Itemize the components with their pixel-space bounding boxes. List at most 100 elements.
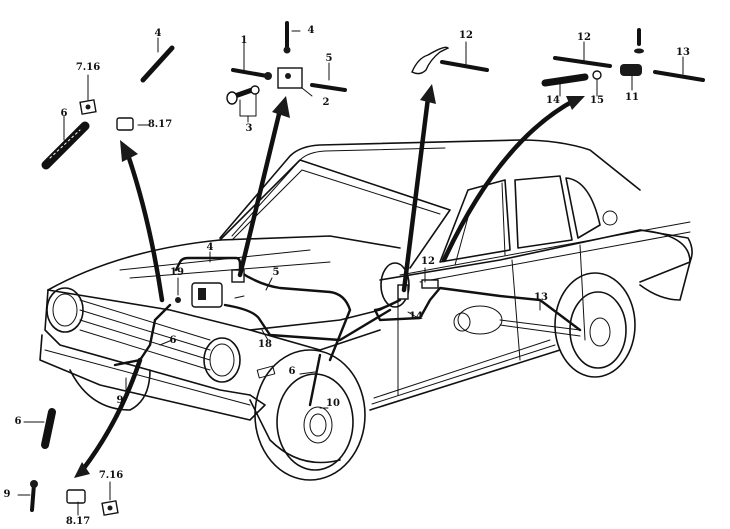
headlight-left (46, 287, 84, 333)
window-pillars (454, 182, 506, 266)
front-hub (303, 406, 333, 444)
part-12-tube (553, 56, 612, 68)
part-3-washer (250, 85, 260, 95)
arrows (74, 84, 585, 478)
part-8-17-clip-bottom (66, 489, 86, 504)
callout-6-left: 6 (169, 335, 177, 346)
rear-quarter (639, 229, 691, 301)
callout-14-top: 14 (546, 95, 560, 106)
rear-door-window-1 (514, 175, 573, 249)
rear-wheel (569, 291, 627, 369)
diff-flange (453, 312, 471, 332)
part-14-hose (541, 73, 589, 87)
part-6-hose (41, 121, 90, 170)
callout-3: 3 (245, 123, 253, 134)
part-11-washer (634, 48, 644, 54)
part-5-fitting (310, 83, 347, 92)
rear-wheel-arch (554, 272, 636, 378)
arrow-to-rear-parts (441, 97, 578, 263)
headlight-right (203, 337, 241, 383)
brake-line-18 (223, 303, 392, 342)
brake-line-front-right (308, 353, 322, 407)
callout-8-17-bottom: 8.17 (65, 516, 91, 527)
front-fascia (44, 289, 251, 396)
rear-bracket (411, 46, 450, 75)
arrow-to-junction (237, 107, 283, 278)
brake-booster (380, 262, 410, 308)
callout-2: 2 (322, 97, 330, 108)
leader-line-set (17, 30, 684, 516)
callout-19: 19 (170, 267, 184, 278)
master-cylinder-port (198, 288, 206, 300)
callout-14-car: 14 (409, 311, 423, 322)
hood-rear-edge (47, 235, 401, 291)
callout-13-car: 13 (534, 292, 548, 303)
part-3-bolt-head (226, 91, 238, 105)
fuel-cap (602, 210, 618, 226)
headlight-left-inner (52, 293, 78, 327)
part-2-port (285, 73, 291, 79)
callout-13-top: 13 (676, 47, 690, 58)
clip-19 (175, 297, 181, 303)
part-7-16-hole-bottom (107, 505, 113, 511)
leader-lines (17, 30, 684, 516)
trim-line (399, 221, 691, 276)
arrow-to-lower-parts (81, 357, 143, 471)
bumper-line (44, 349, 251, 406)
callout-1-top: 1 (240, 35, 248, 46)
callout-9-car: 9 (116, 395, 124, 406)
callout-10: 10 (326, 398, 340, 409)
trim-line-2 (419, 231, 691, 283)
hood-lines (119, 249, 331, 279)
arrowhead-hose-clip (120, 140, 138, 162)
callout-4-left: 4 (154, 28, 162, 39)
arrowhead-lower-parts (74, 462, 90, 478)
front-wheel-arch (254, 349, 366, 481)
arrow-to-rear-bracket (401, 95, 431, 293)
rear-axle-housing (499, 319, 581, 337)
arrowhead-rear-bracket (420, 84, 436, 104)
brake-line-5 (238, 270, 352, 362)
hood-front-edge (47, 289, 381, 351)
callout-6-top: 6 (60, 108, 68, 119)
callout-11: 11 (625, 92, 639, 103)
grille (79, 299, 211, 371)
front-left-wheel (69, 369, 151, 411)
part-6-hose-bottom (41, 408, 56, 449)
part-4-bolt-head (283, 46, 291, 54)
side-marker (256, 365, 276, 379)
part-12-tube-top (440, 60, 489, 72)
brake-lines (113, 256, 582, 407)
lower-front (249, 399, 341, 464)
rocker-trim (371, 339, 556, 405)
callout-7-16-top: 7.16 (75, 62, 101, 73)
exploded-parts (30, 21, 705, 516)
part-6-hose-detail (49, 129, 81, 159)
callout-7-16-bottom: 7.16 (98, 470, 124, 481)
callout-6-bottom: 6 (14, 416, 22, 427)
callout-12-top-left: 12 (459, 30, 473, 41)
door-lines (397, 244, 586, 396)
brake-line-4 (174, 256, 242, 274)
rocker-panel (369, 349, 561, 411)
callout-4-top: 4 (307, 25, 315, 36)
front-door-window (439, 179, 511, 263)
connector-rear (421, 279, 439, 289)
rear-door-window-2 (565, 177, 601, 239)
callout-6-right: 6 (288, 366, 296, 377)
callout-18: 18 (258, 339, 272, 350)
front-hub-inner (309, 413, 327, 437)
brake-line-6-left (113, 303, 172, 367)
part-15-washer (592, 70, 602, 80)
part-13-tube (653, 70, 705, 82)
part-11-connector (620, 64, 642, 76)
master-cylinder (191, 282, 223, 308)
part-4-fitting (140, 45, 175, 83)
callout-12-car: 12 (421, 256, 435, 267)
arrowhead-junction (272, 96, 290, 118)
callout-15: 15 (590, 95, 604, 106)
rear-hub (589, 317, 611, 347)
part-1-bolt-head (264, 72, 272, 80)
front-wheel (276, 373, 354, 471)
